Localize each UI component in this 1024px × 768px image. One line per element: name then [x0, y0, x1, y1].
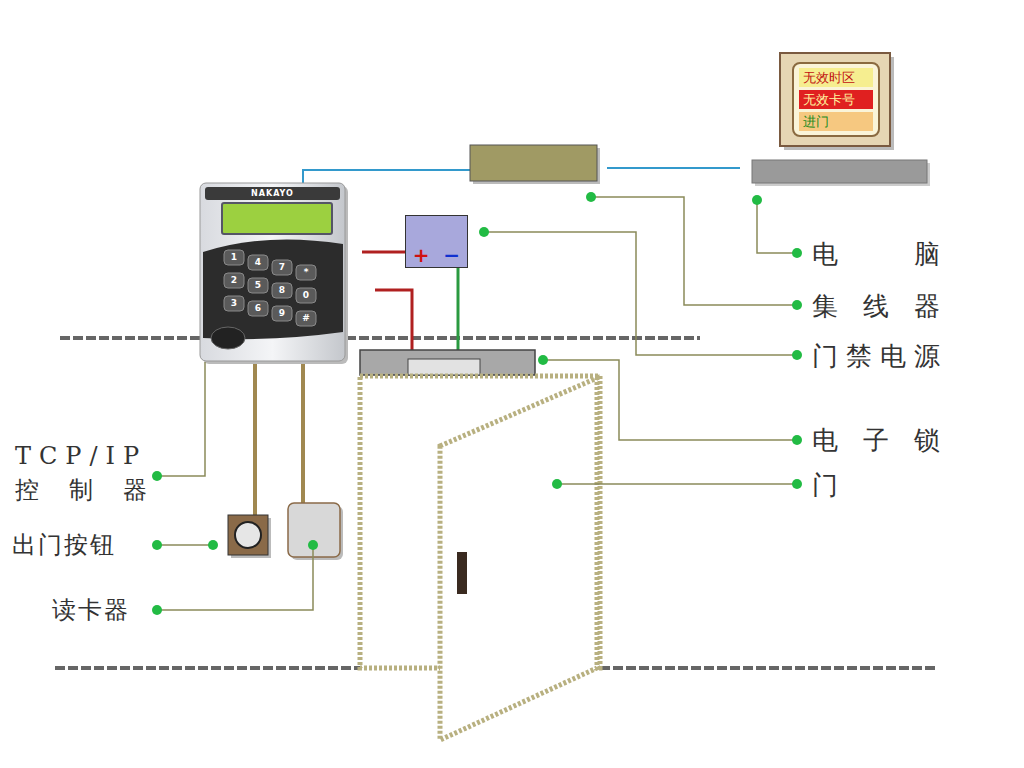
computer-base	[752, 160, 927, 183]
controller-device: NAKAYO	[205, 186, 340, 201]
illustration-part	[752, 195, 762, 205]
lock-armature	[408, 359, 480, 375]
network-wire	[303, 170, 470, 184]
illustration-part	[484, 232, 795, 355]
keypad-key	[296, 265, 316, 280]
round-key	[211, 327, 245, 349]
keypad-key	[272, 283, 292, 298]
node-text: −	[443, 245, 460, 265]
floor-line	[600, 666, 936, 670]
controller-top-strip	[205, 187, 340, 200]
illustration-part	[792, 435, 802, 445]
keypad-key	[248, 278, 268, 293]
controller-body	[200, 183, 345, 361]
illustration-part	[152, 605, 162, 615]
keypad-keys	[224, 250, 316, 326]
illustration-part	[557, 483, 795, 485]
monitor-screen: 无效时区无效卡号进门	[792, 62, 880, 137]
keypad-key	[224, 296, 244, 311]
keypad-key	[224, 273, 244, 288]
power-wire-red	[375, 290, 412, 350]
callout-label: TCP/IP 控制器	[15, 440, 155, 507]
node-text: 进门	[799, 112, 873, 131]
keypad-key	[272, 260, 292, 275]
keypad-key-label: 8	[273, 286, 291, 295]
illustration-part	[552, 479, 562, 489]
illustration-part	[792, 479, 802, 489]
monitor-frame	[780, 53, 890, 146]
illustration-part	[757, 200, 795, 253]
callout-label: 出门按钮	[12, 532, 116, 558]
callout-label: 电 脑	[812, 240, 940, 269]
keypad-key-label: 3	[225, 299, 243, 308]
callout-label: 门	[812, 471, 940, 500]
node-text: 无效时区	[799, 68, 873, 87]
node-text: +	[413, 245, 430, 265]
keypad-key	[224, 250, 244, 265]
keypad-key-label: 0	[297, 291, 315, 300]
power-wire-green	[457, 268, 460, 350]
floor-line	[55, 666, 360, 670]
reader-wire	[301, 360, 305, 504]
illustration-part	[792, 300, 802, 310]
hub-box	[470, 145, 597, 181]
wall-line	[60, 336, 700, 340]
keypad-key	[248, 255, 268, 270]
lcd-screen	[222, 203, 332, 234]
keypad-key-label: 4	[249, 258, 267, 267]
lock-body	[360, 350, 535, 375]
node-text: 无效卡号	[799, 90, 873, 109]
illustration-part	[792, 248, 802, 258]
door-handle	[457, 552, 467, 594]
exit-button	[228, 515, 268, 555]
callout-label: 读卡器	[52, 597, 130, 623]
leader-dots	[152, 192, 802, 615]
callout-label: 电 子 锁	[812, 426, 940, 455]
keypad-key-label: *	[297, 268, 315, 277]
illustration-part	[160, 547, 313, 610]
illustration-part	[308, 540, 318, 550]
keypad-key-label: 9	[273, 309, 291, 318]
keypad-key	[248, 301, 268, 316]
card-reader	[288, 503, 340, 557]
keypad-key-label: #	[297, 314, 315, 323]
illustration-part	[538, 355, 548, 365]
keypad-key	[296, 311, 316, 326]
button-wire	[253, 360, 257, 516]
illustration-part	[792, 350, 802, 360]
keypad-key-label: 7	[273, 263, 291, 272]
keypad-key	[272, 306, 292, 321]
illustration-part	[160, 362, 205, 476]
power-wire-red	[362, 251, 405, 254]
keypad-key	[296, 288, 316, 303]
keypad-key-label: 5	[249, 281, 267, 290]
exit-button-cap	[235, 522, 261, 548]
door-power-box: +−	[405, 215, 468, 268]
keypad-key-label: 2	[225, 276, 243, 285]
illustration-part	[152, 540, 162, 550]
node-text: NAKAYO	[251, 190, 294, 198]
illustration-part	[208, 540, 218, 550]
callout-label: 集 线 器	[812, 292, 940, 321]
keypad-key-label: 6	[249, 304, 267, 313]
illustration-part	[479, 227, 489, 237]
illustration-part	[543, 360, 795, 440]
leader-lines	[160, 197, 795, 610]
illustration-part	[586, 192, 596, 202]
network-wire	[607, 167, 740, 169]
door-leaf	[440, 378, 597, 740]
illustration-part	[160, 544, 213, 546]
keypad-key-label: 1	[225, 253, 243, 262]
illustration-part	[591, 197, 795, 305]
keypad-panel	[203, 240, 343, 340]
callout-label: 门禁电源	[812, 342, 940, 371]
